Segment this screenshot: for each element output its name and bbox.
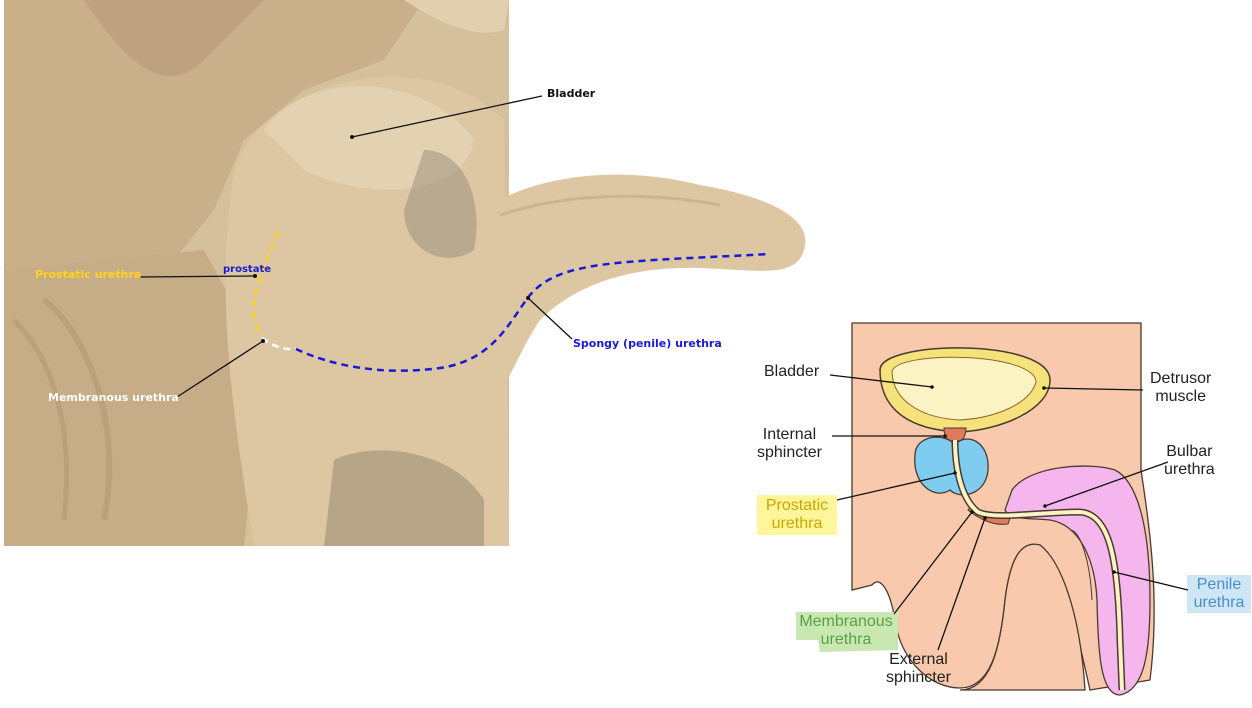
shaft-crease — [499, 194, 721, 217]
bladder-lumen — [891, 356, 1037, 421]
photo-overlay — [137, 95, 806, 398]
diagram-bulbar-dot — [1043, 504, 1047, 508]
diagram-label-bulbar-urethra: Bulbar urethra — [1164, 443, 1215, 478]
diagram-bladder-pointer — [829, 374, 933, 388]
internal-line2: sphincter — [757, 443, 822, 461]
diagram-membranous-dot — [970, 510, 974, 514]
diagram-detrusor-dot — [1042, 386, 1046, 390]
membranous-highlight — [796, 612, 898, 652]
penis-fold — [1069, 529, 1093, 601]
diagram-penile-pointer — [1113, 571, 1189, 591]
diagram-label-external-sphincter: External sphincter — [886, 651, 951, 686]
bladder-pointer — [351, 95, 543, 138]
diagram-external-dot — [983, 516, 987, 520]
prostatic-line2: urethra — [771, 514, 823, 532]
diagram-label-membranous-urethra: Membranous urethra — [796, 613, 896, 648]
urethra-tube — [953, 439, 1124, 691]
penile-line1: Penile — [1196, 576, 1242, 593]
prostatic-pointer-dot — [253, 274, 257, 278]
diagram-bulbar-pointer — [1044, 461, 1169, 507]
reddish-tissue — [84, 0, 264, 77]
bladder-prostate-mass — [225, 76, 509, 546]
bulbar-line1: Bulbar — [1166, 443, 1213, 460]
scrotum — [959, 543, 1086, 691]
photo-label-prostate: prostate — [223, 264, 272, 275]
diagram-bladder-dot — [930, 385, 934, 389]
internal-line1: Internal — [762, 426, 817, 443]
diagram-penile-dot — [1112, 570, 1116, 574]
membranous-pointer — [176, 340, 264, 398]
detrusor-line2: muscle — [1155, 387, 1207, 405]
diagram-label-prostatic-urethra: Prostatic urethra — [759, 497, 835, 532]
diagram-external-pointer — [937, 517, 986, 651]
top-right-tissue — [404, 0, 509, 33]
prostatic-line1: Prostatic — [765, 497, 829, 514]
prostatic-highlight — [757, 495, 837, 535]
detrusor-line1: Detrusor — [1150, 370, 1212, 387]
penile-line2: urethra — [1193, 593, 1245, 611]
membranous-line1: Membranous — [799, 613, 893, 630]
diagram-label-detrusor: Detrusor muscle — [1150, 370, 1211, 405]
photo-label-bladder: Bladder — [547, 87, 596, 100]
diagram-detrusor-pointer — [1043, 387, 1144, 391]
spongy-pointer-dot — [526, 296, 530, 300]
bulbar-line2: urethra — [1164, 460, 1215, 478]
spongy-pointer — [527, 297, 573, 340]
bladder-surface — [264, 86, 474, 190]
penile-shaft — [470, 174, 806, 390]
prostatic-pointer — [137, 275, 256, 278]
diagram-membranous-pointer — [893, 511, 973, 615]
diagram-prostatic-pointer — [836, 472, 956, 501]
tissue-fold-2 — [12, 318, 69, 521]
membranous-line2: urethra — [820, 630, 872, 648]
diagram-label-penile-urethra: Penile urethra — [1188, 576, 1250, 611]
diagram-label-bladder: Bladder — [764, 363, 820, 380]
prostate-shape — [914, 436, 989, 496]
lower-tissue-lobe — [324, 450, 484, 546]
penile-highlight — [1187, 575, 1251, 613]
bladder-pointer-dot — [350, 135, 354, 139]
spongy-urethra-path — [295, 252, 771, 372]
tissue-fold-1 — [42, 297, 113, 521]
photo-label-prostatic-urethra: Prostatic urethra — [35, 268, 142, 281]
dark-region — [404, 150, 477, 258]
cadaver-photo — [4, 0, 509, 546]
penis-shape — [1004, 465, 1151, 696]
diagram-label-internal-sphincter: Internal sphincter — [757, 426, 822, 461]
membranous-pointer-dot — [261, 339, 265, 343]
diagram-internal-dot — [943, 434, 947, 438]
diagram-prostatic-dot — [953, 471, 957, 475]
prostatic-urethra-path — [252, 231, 280, 336]
external-line1: External — [889, 651, 948, 668]
upper-tissue — [4, 0, 424, 270]
external-line2: sphincter — [886, 668, 951, 686]
cadaver-photo-panel — [4, 0, 509, 546]
photo-label-spongy-urethra: Spongy (penile) urethra — [573, 337, 722, 350]
photo-label-membranous-urethra: Membranous urethra — [48, 391, 179, 404]
